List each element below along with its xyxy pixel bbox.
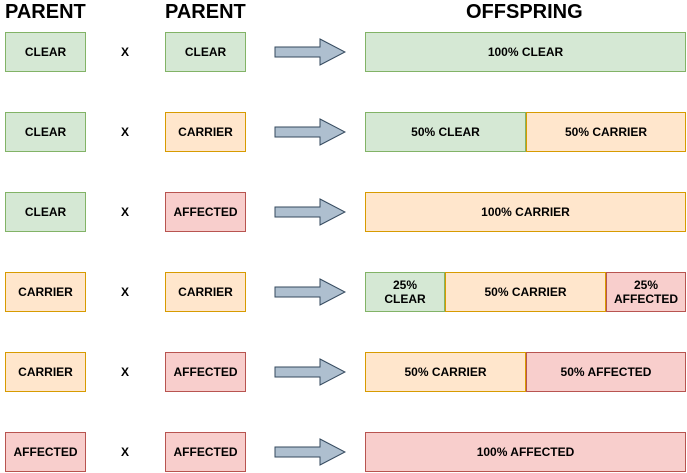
parent1-box: AFFECTED [5,432,86,472]
parent1-box: CLEAR [5,192,86,232]
cross-symbol: X [120,45,129,59]
cross-row: CLEAR X AFFECTED 100% CARRIER [0,192,687,232]
cross-symbol: X [120,125,129,139]
offspring-bar: 100% CARRIER [365,192,686,232]
cross-row: AFFECTED X AFFECTED 100% AFFECTED [0,432,687,472]
offspring-segment-carrier: 50% CARRIER [526,112,686,152]
cross-symbol: X [120,445,129,459]
offspring-segment-clear: 25% CLEAR [365,272,445,312]
parent1-box: CLEAR [5,32,86,72]
offspring-bar: 100% AFFECTED [365,432,686,472]
right-arrow-icon [274,118,346,146]
parent1-box: CARRIER [5,272,86,312]
offspring-segment-carrier: 50% CARRIER [365,352,526,392]
offspring-header: OFFSPRING [466,1,583,23]
cross-symbol: X [120,285,129,299]
parent2-box: CARRIER [165,272,246,312]
offspring-segment-clear: 100% CLEAR [365,32,686,72]
parent2-box: AFFECTED [165,352,246,392]
parent-header-right: PARENT [165,1,246,23]
parent2-box: AFFECTED [165,432,246,472]
cross-symbol: X [120,205,129,219]
right-arrow-icon [274,358,346,386]
offspring-segment-clear: 50% CLEAR [365,112,526,152]
parent-header-left: PARENT [5,1,86,23]
offspring-segment-affected: 25% AFFECTED [606,272,686,312]
offspring-segment-carrier: 100% CARRIER [365,192,686,232]
offspring-segment-affected: 100% AFFECTED [365,432,686,472]
offspring-segment-carrier: 50% CARRIER [445,272,606,312]
offspring-segment-affected: 50% AFFECTED [526,352,686,392]
offspring-bar: 100% CLEAR [365,32,686,72]
cross-row: CLEAR X CLEAR 100% CLEAR [0,32,687,72]
cross-symbol: X [120,365,129,379]
right-arrow-icon [274,438,346,466]
parent1-box: CARRIER [5,352,86,392]
right-arrow-icon [274,38,346,66]
parent1-box: CLEAR [5,112,86,152]
parent2-box: AFFECTED [165,192,246,232]
right-arrow-icon [274,278,346,306]
parent2-box: CLEAR [165,32,246,72]
right-arrow-icon [274,198,346,226]
parent2-box: CARRIER [165,112,246,152]
